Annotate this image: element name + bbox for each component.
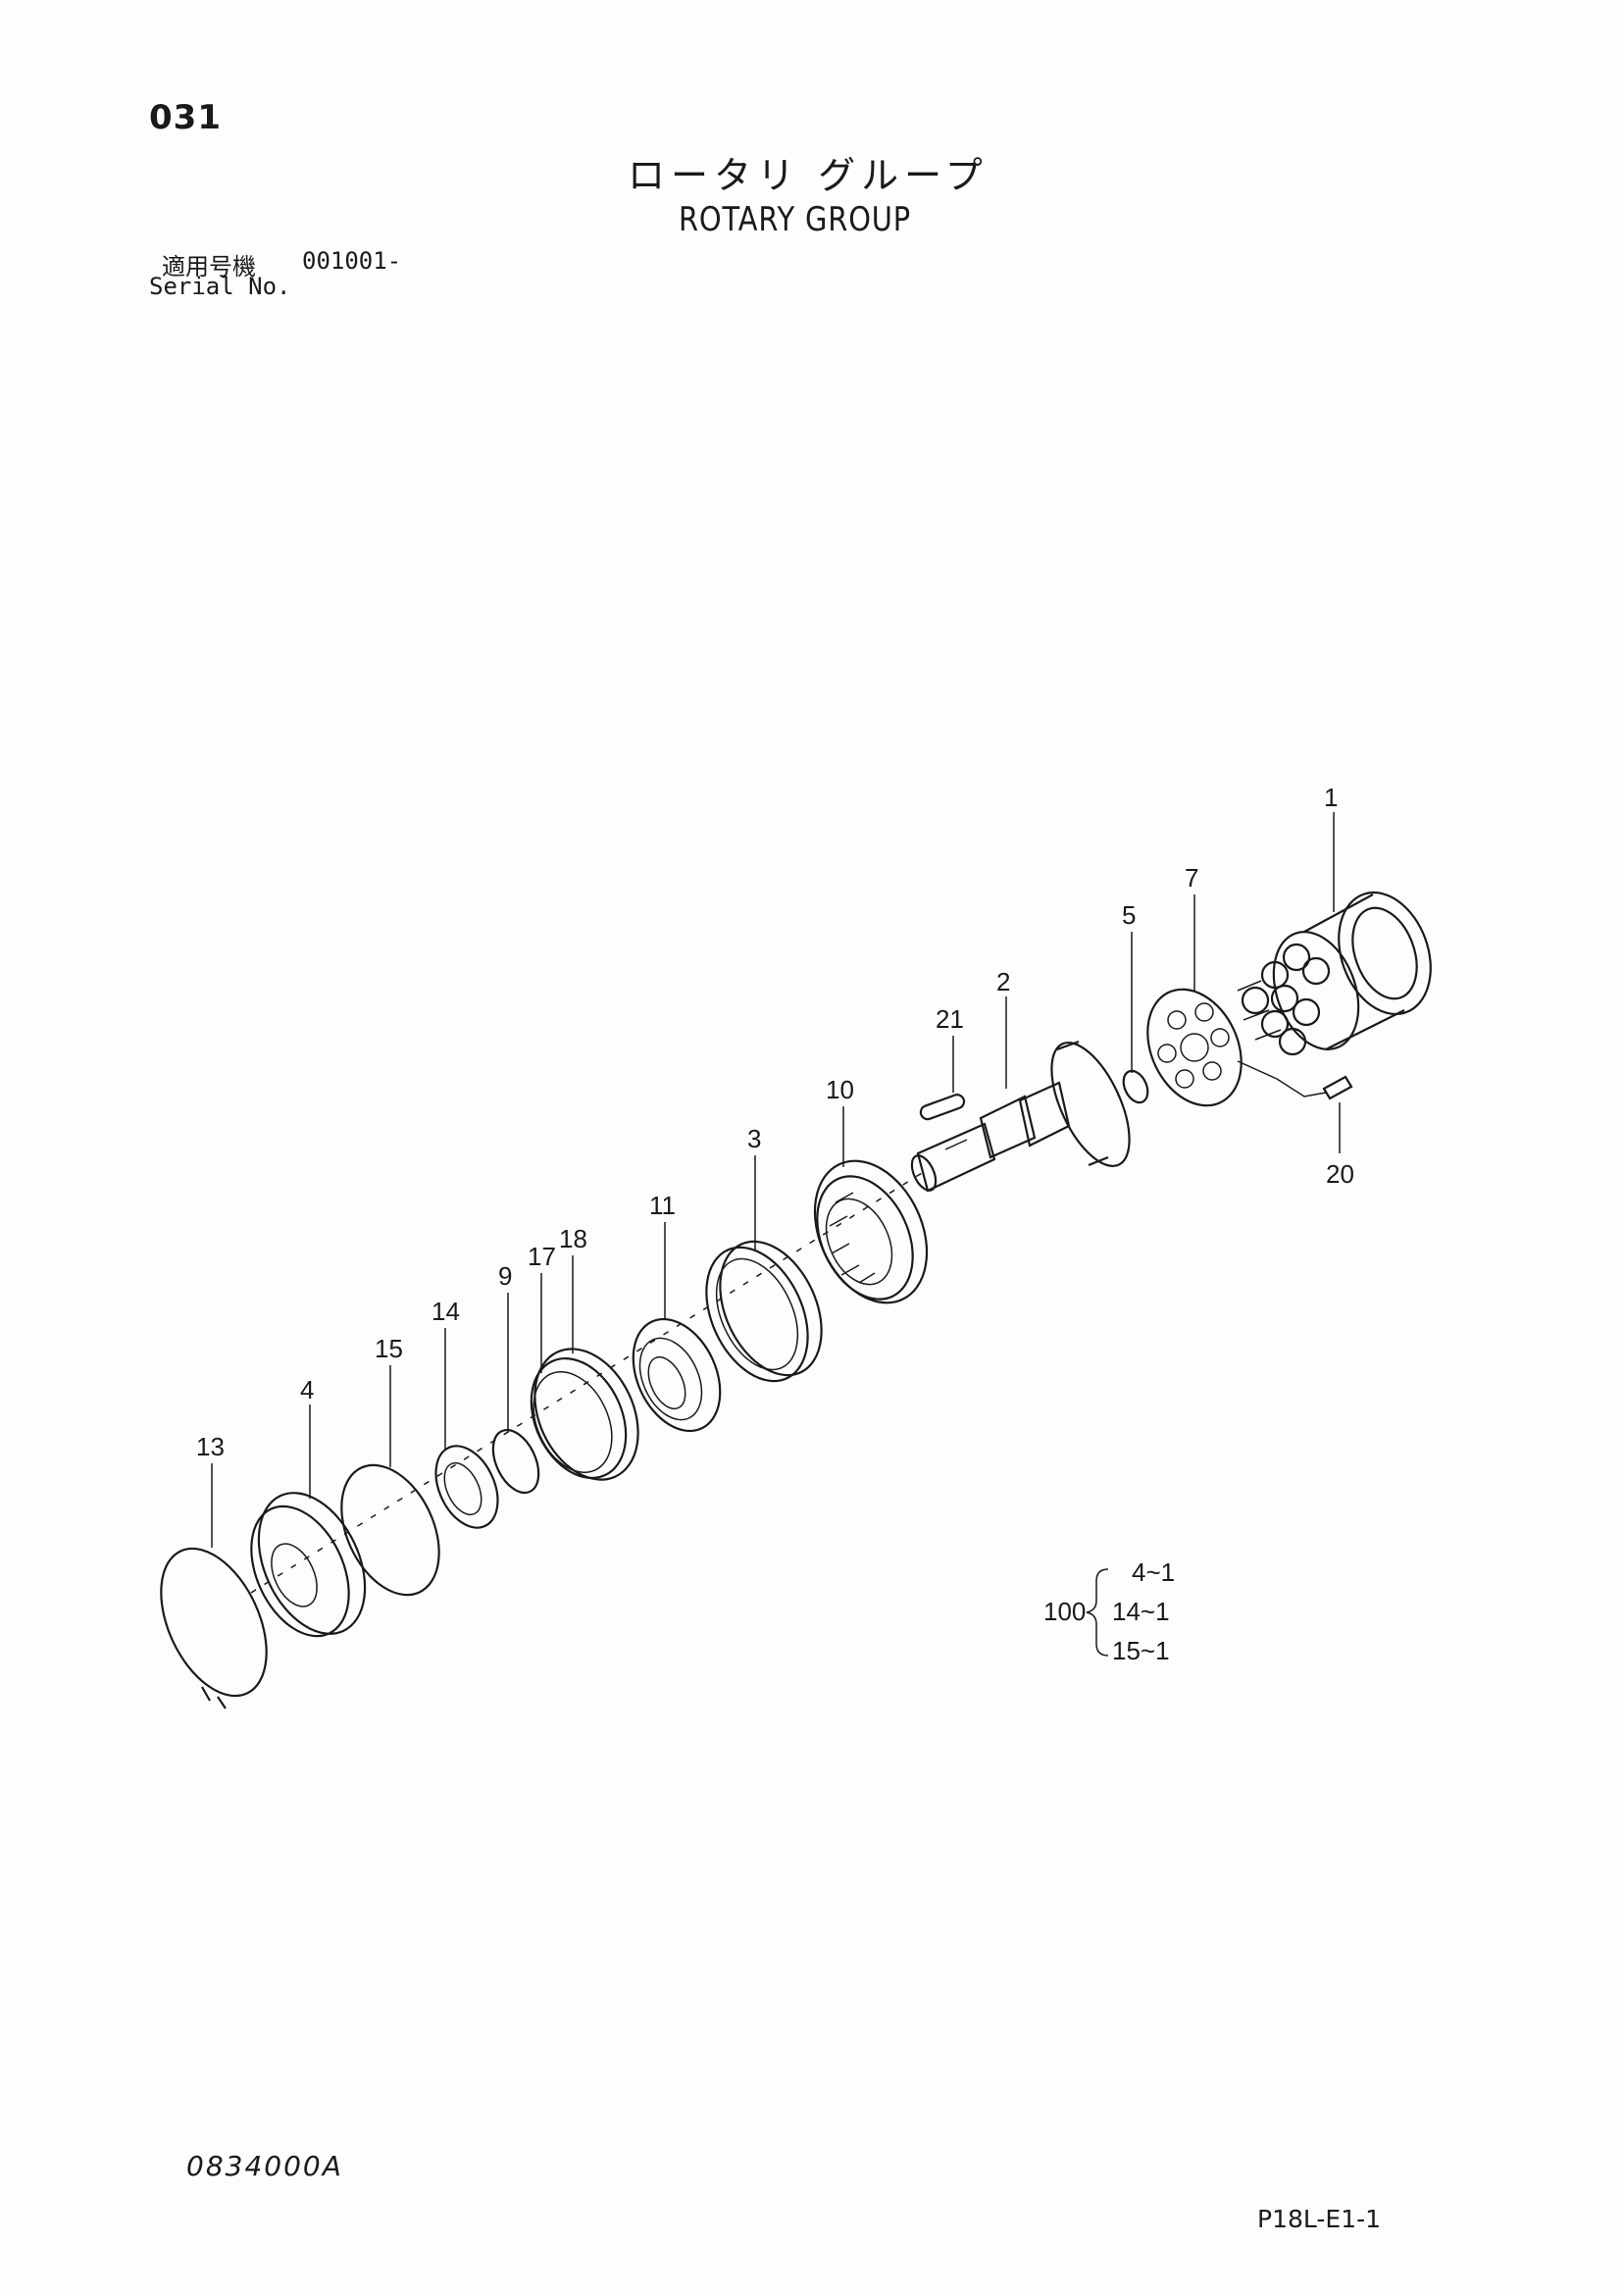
- part-4-cover[interactable]: [232, 1476, 386, 1652]
- part-10-roller-bearing[interactable]: [793, 1143, 948, 1321]
- label-part-11: 11: [649, 1191, 676, 1220]
- kit-item-3: 15~1: [1112, 1636, 1170, 1665]
- part-11-ball-bearing[interactable]: [616, 1305, 736, 1446]
- kit-number: 100: [1043, 1597, 1086, 1626]
- serial-label-english: Serial No.: [149, 273, 291, 300]
- part-13-retaining-ring[interactable]: [140, 1532, 288, 1712]
- part-18-sleeve[interactable]: [513, 1332, 658, 1496]
- label-part-7: 7: [1185, 863, 1198, 893]
- title-japanese: ロータリ グループ: [628, 154, 989, 197]
- title-english: ROTARY GROUP: [679, 200, 912, 239]
- assembly-axis-line: [250, 1172, 923, 1594]
- part-14-seal[interactable]: [424, 1436, 510, 1537]
- page-number: 031: [149, 98, 222, 137]
- label-part-10: 10: [826, 1075, 854, 1104]
- label-part-15: 15: [375, 1334, 403, 1363]
- part-2-drive-shaft[interactable]: [907, 1032, 1145, 1195]
- document-code: 0834000A: [186, 2150, 343, 2182]
- part-21-key[interactable]: [919, 1093, 966, 1121]
- leader-lines: [211, 812, 1341, 1548]
- part-7-retainer-plate[interactable]: [1130, 974, 1259, 1121]
- page-reference: P18L-E1-1: [1257, 2205, 1382, 2233]
- part-9-snap-ring[interactable]: [484, 1423, 548, 1501]
- label-part-3: 3: [747, 1124, 761, 1153]
- label-part-4: 4: [300, 1375, 314, 1404]
- part-5-ring[interactable]: [1119, 1067, 1152, 1106]
- kit-item-2: 14~1: [1112, 1597, 1170, 1626]
- part-1-cylinder-block[interactable]: [1237, 880, 1446, 1061]
- label-part-21: 21: [936, 1004, 964, 1034]
- label-part-5: 5: [1122, 900, 1136, 930]
- label-part-20: 20: [1326, 1159, 1354, 1189]
- part-15-o-ring[interactable]: [323, 1450, 459, 1610]
- part-20-pin[interactable]: [1237, 1060, 1353, 1100]
- label-part-13: 13: [196, 1432, 225, 1461]
- label-part-17: 17: [528, 1242, 556, 1271]
- label-part-14: 14: [431, 1297, 460, 1326]
- label-part-18: 18: [559, 1224, 587, 1253]
- kit-item-1: 4~1: [1132, 1557, 1175, 1587]
- part-3-outer-race[interactable]: [686, 1225, 841, 1397]
- label-part-2: 2: [996, 967, 1010, 996]
- kit-group: 100 4~1 14~1 15~1: [1043, 1557, 1175, 1665]
- serial-value: 001001-: [302, 247, 402, 275]
- serial-label-japanese: 適用号機: [162, 253, 256, 281]
- label-part-1: 1: [1324, 783, 1338, 812]
- label-part-9: 9: [498, 1261, 512, 1291]
